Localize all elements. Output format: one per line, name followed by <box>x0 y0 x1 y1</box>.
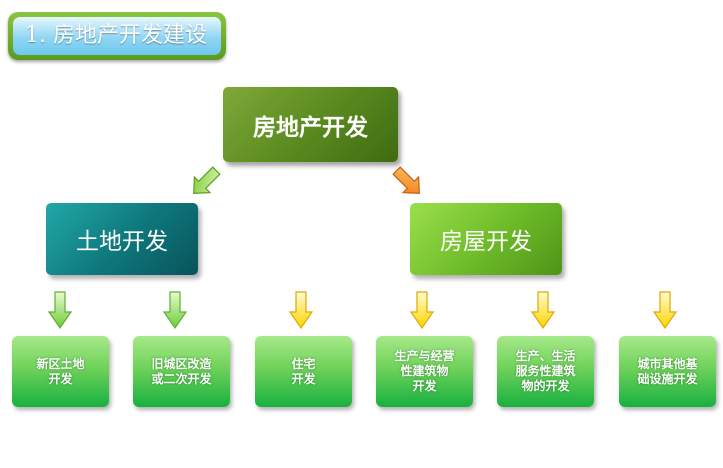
arrow-down-leaf-1 <box>162 291 188 330</box>
leaf-old-city-renovation: 旧城区改造 或二次开发 <box>133 336 230 407</box>
root-node: 房地产开发 <box>223 87 398 162</box>
arrow-down-leaf-4 <box>530 291 556 330</box>
leaf-residential: 住宅 开发 <box>255 336 352 407</box>
arrow-to-land <box>193 166 221 194</box>
leaf-production-business-buildings: 生产与经营 性建筑物 开发 <box>376 336 473 407</box>
arrow-down-leaf-2 <box>288 291 314 330</box>
arrow-down-leaf-3 <box>409 291 435 330</box>
land-development-node: 土地开发 <box>46 203 198 275</box>
arrow-to-house <box>392 166 420 194</box>
page-title: 1. 房地产开发建设 <box>13 17 221 55</box>
leaf-new-district-land: 新区土地 开发 <box>12 336 109 407</box>
leaf-urban-infrastructure: 城市其他基 础设施开发 <box>619 336 716 407</box>
housing-development-node: 房屋开发 <box>410 203 562 275</box>
arrow-down-leaf-5 <box>652 291 678 330</box>
leaf-service-buildings: 生产、生活 服务性建筑 物的开发 <box>497 336 594 407</box>
arrow-down-leaf-0 <box>47 291 73 330</box>
